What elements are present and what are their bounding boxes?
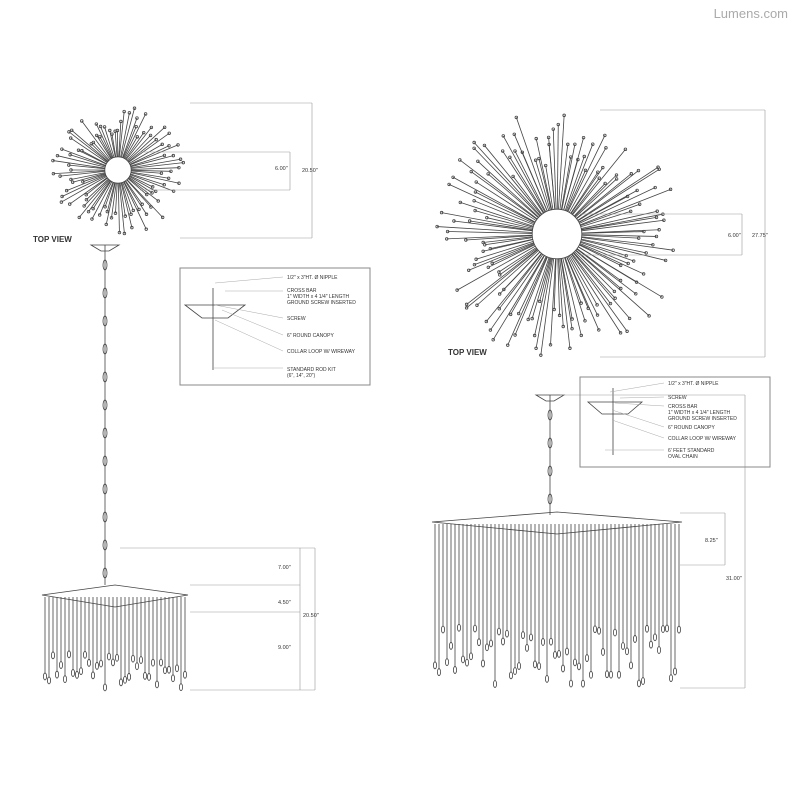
callout-right-screw: SCREW (668, 395, 687, 401)
callout-left-screw: SCREW (287, 316, 306, 322)
callout-right-canopy: 6" ROUND CANOPY (668, 425, 715, 431)
chandelier-right-link (547, 493, 553, 505)
callout-right-canopy-drawing (586, 401, 644, 415)
callout-right-collar: COLLAR LOOP W/ WIREWAY (668, 436, 737, 442)
dimension-lines (120, 102, 766, 691)
callout-left-crossbar: CROSS BAR (287, 288, 317, 294)
callout-left-nipple: 1/2" x 3"HT. Ø NIPPLE (287, 275, 338, 281)
chandelier-left-link (102, 315, 108, 327)
chandelier-right-canopy (534, 394, 566, 402)
chandelier-left-link (102, 539, 108, 551)
chandelier-left-link (102, 343, 108, 355)
dim-left-a: 7.00" (278, 565, 291, 571)
chandelier-left-link (102, 455, 108, 467)
dim-right-top-inner: 6.00" (728, 233, 741, 239)
callout-left-canopy: 6" ROUND CANOPY (287, 333, 334, 339)
dim-left-top-overall: 20.50" (302, 168, 318, 174)
dim-right-a: 8.25" (705, 538, 718, 544)
chandelier-left-link (102, 259, 108, 271)
chandelier-right-link (547, 409, 553, 421)
starburst-top-view-right-canopy (531, 208, 583, 260)
dim-right-top-overall: 27.75" (752, 233, 768, 239)
chandelier-left-link (102, 511, 108, 523)
callout-right-chain-type: OVAL CHAIN (668, 454, 698, 460)
chandelier-left-link (102, 287, 108, 299)
callout-box-right (579, 376, 771, 468)
callout-left-crossbar-size: 1" WIDTH x 4 1/4" LENGTH (287, 294, 350, 300)
chandelier-left-body (41, 584, 189, 608)
callout-left-collar: COLLAR LOOP W/ WIREWAY (287, 349, 356, 355)
top-view-label-right: TOP VIEW (448, 348, 487, 357)
callout-left-canopy-drawing (183, 304, 247, 319)
callout-right-chain: 6' FEET STANDARD (668, 448, 715, 454)
chandelier-right-link (547, 437, 553, 449)
callout-right-crossbar: CROSS BAR (668, 404, 698, 410)
watermark: Lumens.com (713, 6, 788, 21)
dim-left-overall: 20.50" (303, 613, 319, 619)
callout-left-rod-kit: STANDARD ROD KIT (287, 367, 336, 373)
starburst-top-view-left-canopy (104, 156, 132, 184)
starburst-top-view-right (435, 113, 675, 357)
callout-right-nipple: 1/2" x 3"HT. Ø NIPPLE (668, 381, 719, 387)
callout-left-rod-sizes: (6", 14", 20") (287, 373, 315, 379)
chandelier-left-link (102, 427, 108, 439)
chandelier-left-link (102, 399, 108, 411)
dim-left-b: 4.50" (278, 600, 291, 606)
starburst-top-view-left (51, 106, 185, 236)
dim-right-overall: 31.00" (726, 576, 742, 582)
chandelier-right-body (431, 511, 683, 535)
top-view-label-left: TOP VIEW (33, 235, 72, 244)
chandelier-right-link (547, 465, 553, 477)
chandelier-left-link (102, 371, 108, 383)
callout-right-ground-screw: GROUND SCREW INSERTED (668, 416, 737, 422)
dim-left-c: 9.00" (278, 645, 291, 651)
callout-box-left (179, 267, 371, 386)
chandelier-left-link (102, 483, 108, 495)
chandelier-left-link (102, 567, 108, 579)
chandelier-left-canopy (89, 244, 121, 252)
callout-right-crossbar-size: 1" WIDTH x 4 1/4" LENGTH (668, 410, 731, 416)
callout-left-ground-screw: GROUND SCREW INSERTED (287, 300, 356, 306)
dim-left-top-inner: 6.00" (275, 166, 288, 172)
